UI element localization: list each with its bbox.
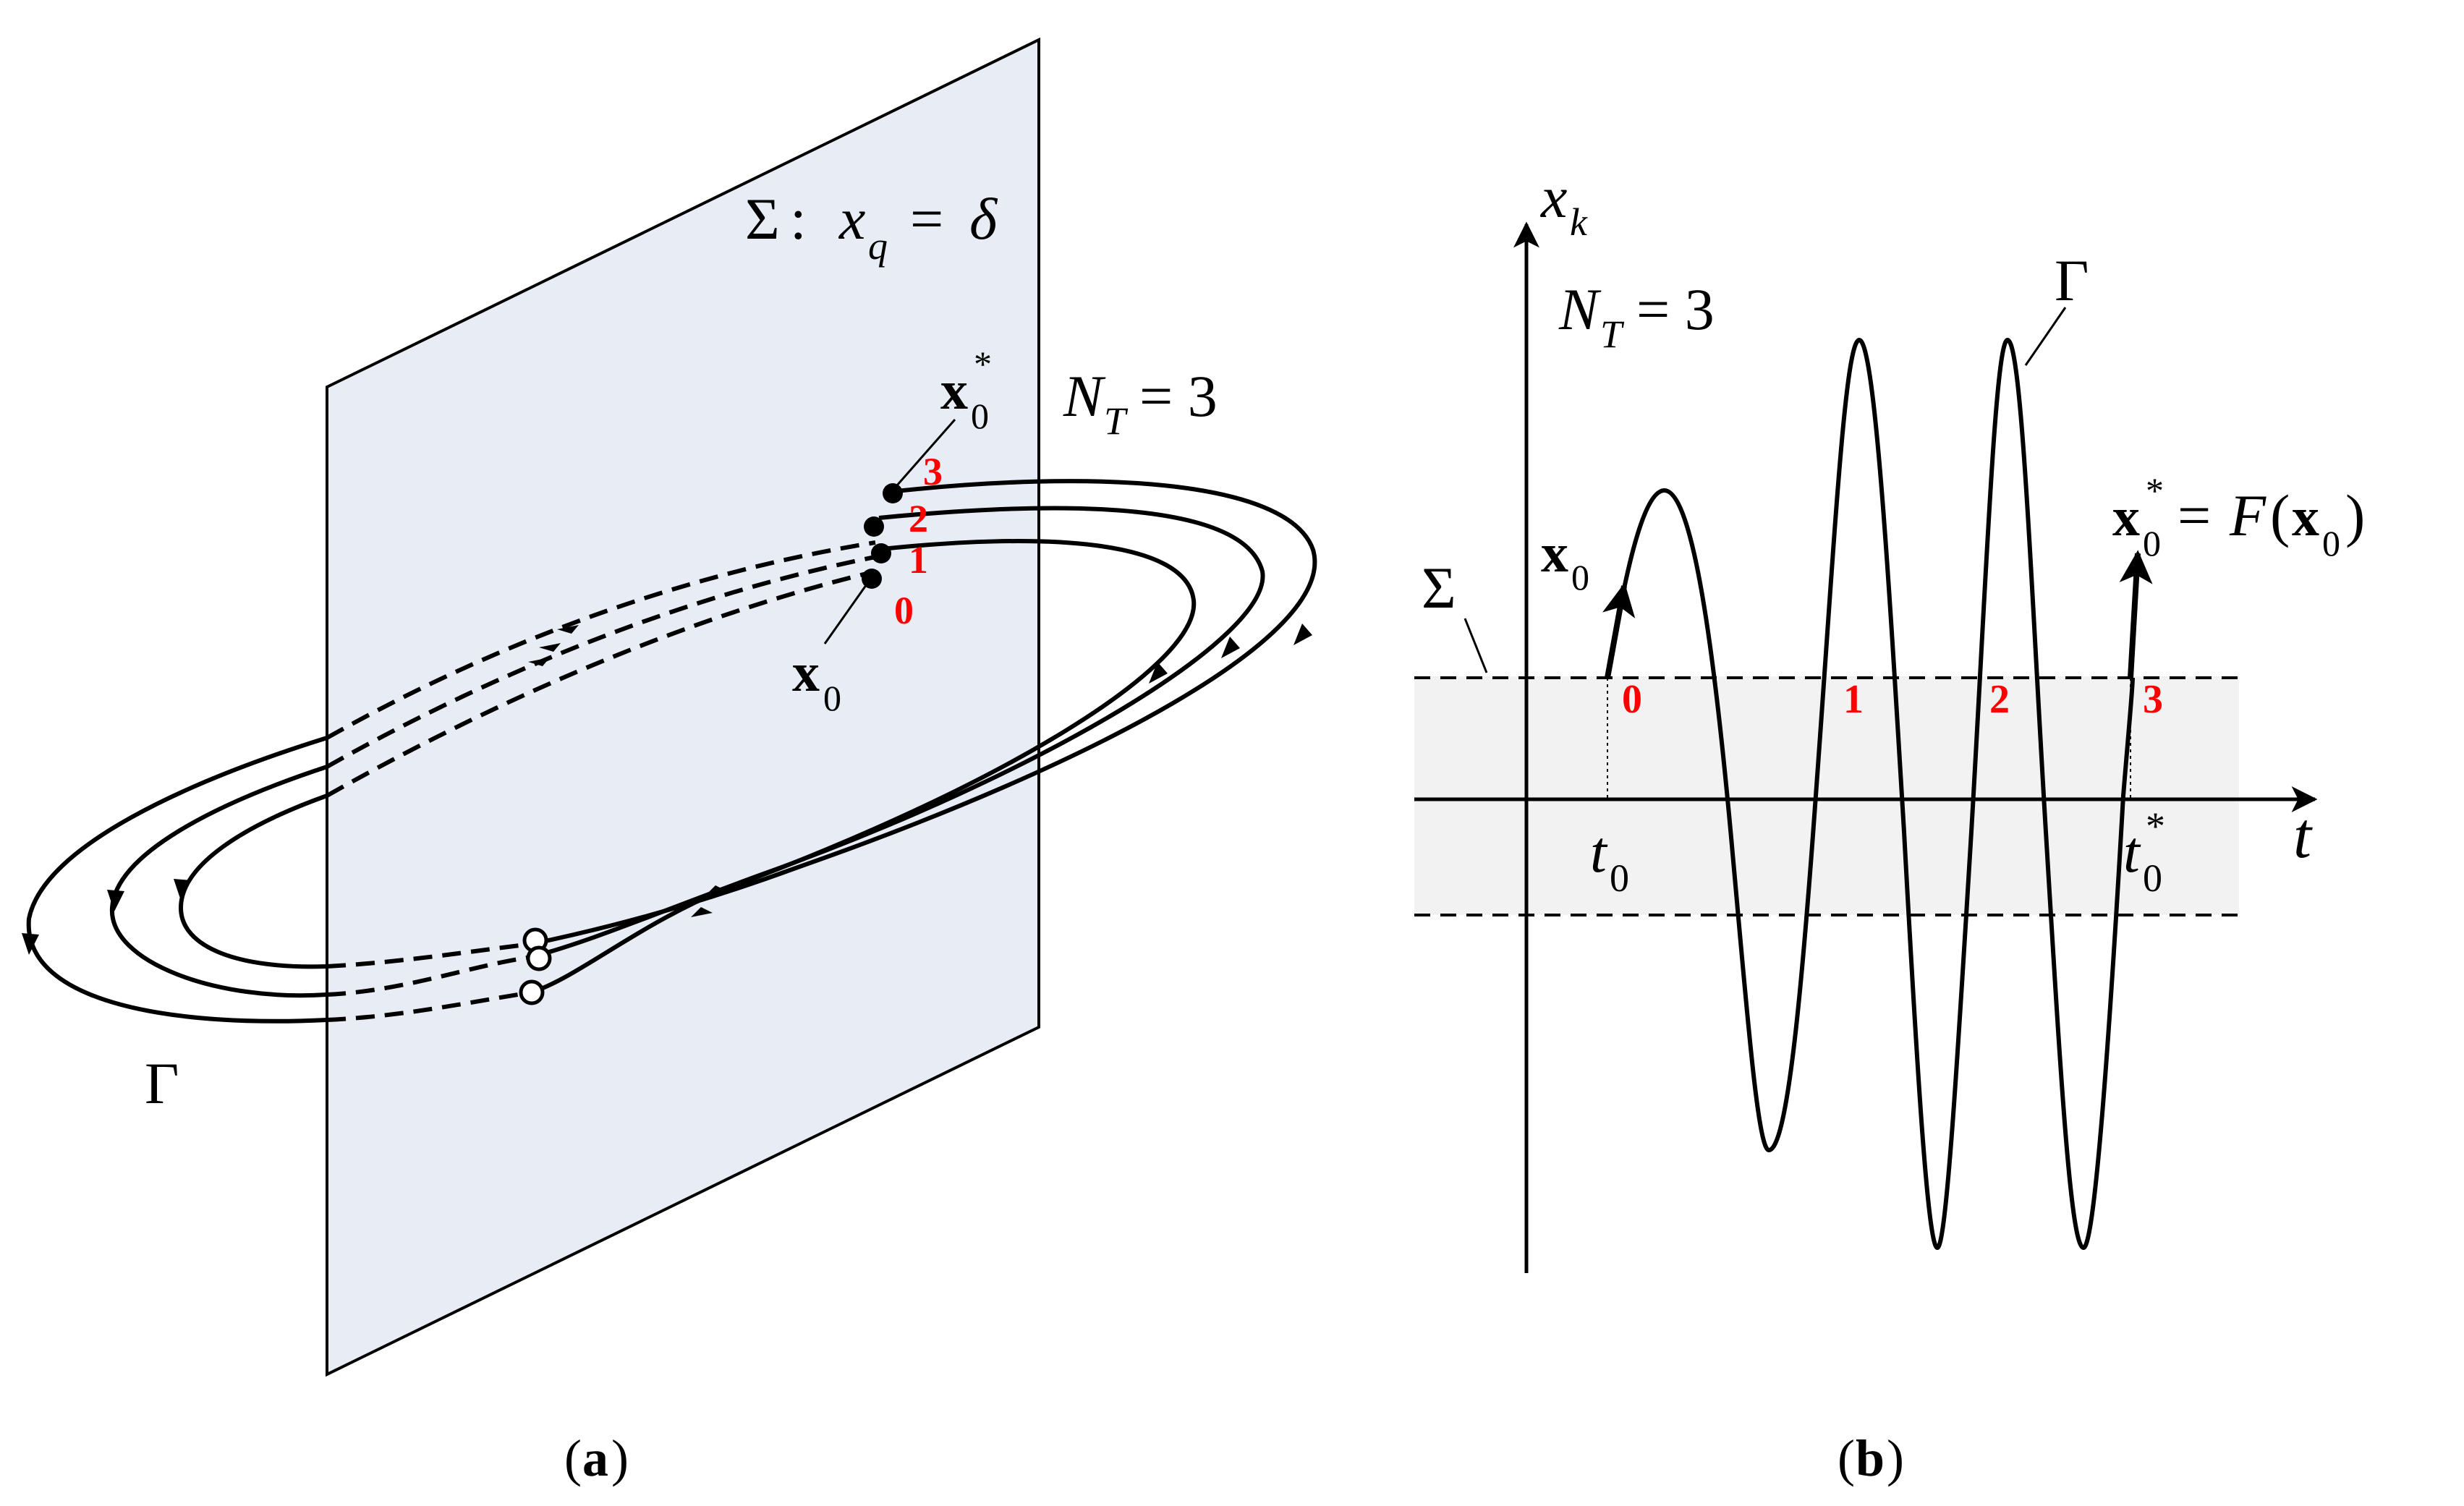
colon: :: [790, 186, 807, 252]
nt-b-sub: T: [1600, 312, 1625, 356]
caption-a-letter: a: [582, 1429, 608, 1487]
x0-sub: 0: [823, 678, 841, 718]
caption-b: ( b ): [1838, 1429, 1904, 1487]
x0-vector: [1602, 582, 1636, 678]
delta-symbol: δ: [969, 186, 998, 252]
crossing-b-3: 3: [2143, 677, 2163, 722]
crossing-numbers-a: 0 1 2 3: [894, 450, 943, 632]
nt-n: N: [1063, 363, 1106, 429]
nt-sub-t: T: [1104, 399, 1129, 443]
map-x: x: [2112, 487, 2140, 548]
dashed-direction-arrows: [528, 625, 579, 666]
map-x2: x: [2292, 487, 2319, 548]
gamma-label-b: Γ: [2055, 247, 2089, 313]
sigma-label-b: Σ: [1422, 555, 1456, 621]
plane-var-x: x: [838, 186, 865, 252]
x0star-vector: [2119, 550, 2153, 678]
x0b-sub: 0: [1571, 557, 1589, 597]
orbit-dashed-inplane: [326, 540, 876, 1022]
map-sub2: 0: [2322, 523, 2340, 563]
nt-eq: = 3: [1139, 363, 1218, 429]
x0-x: x: [792, 642, 820, 703]
x0star-sub: 0: [971, 396, 989, 436]
crossing-b-2: 2: [1989, 677, 2010, 722]
nt-label-a: N T = 3: [1063, 363, 1218, 443]
y-axis-label: x k: [1540, 164, 1588, 244]
map-paren-open: (: [2270, 482, 2290, 548]
crossing-b-1: 1: [1843, 677, 1864, 722]
crossing-2: 2: [909, 497, 928, 540]
caption-a: ( a ): [564, 1429, 629, 1487]
sigma-band: [1414, 676, 2239, 915]
poincare-plane: [326, 37, 1040, 1377]
crossing-3: 3: [923, 450, 943, 493]
x0-label-b: x 0: [1541, 523, 1589, 597]
panel-a: Σ : x q = δ N T = 3 x 0 * x 0 0 1 2: [22, 37, 1317, 1487]
nt-b-n: N: [1558, 276, 1602, 342]
map-paren-close: ): [2345, 482, 2365, 548]
sigma-leader: [1463, 618, 1488, 673]
xk-x: x: [1540, 164, 1567, 230]
map-label-b: x 0 * = F ( x 0 ): [2112, 470, 2365, 563]
t0-t: t: [1590, 819, 1608, 885]
crossing-1: 1: [909, 538, 928, 582]
caption-b-open: (: [1838, 1429, 1855, 1487]
x0star-sup: *: [974, 344, 992, 384]
panel-b: x k t N T = 3 Σ Γ x 0 x 0 * = F ( x 0: [1414, 164, 2365, 1487]
x0-label-a: x 0: [792, 642, 841, 718]
map-sup: *: [2146, 470, 2164, 511]
crossing-dots: [519, 483, 903, 1005]
orbit-solid: [26, 479, 1317, 1024]
solid-direction-arrows: [22, 624, 1312, 955]
t0star-sup: *: [2146, 804, 2165, 848]
plane-label: Σ : x q = δ: [745, 186, 998, 268]
t0star-sub: 0: [2143, 856, 2162, 900]
t0star-label: t 0 *: [2123, 804, 2165, 900]
leader-x0star: [890, 419, 956, 493]
x-axis-label: t: [2293, 800, 2313, 872]
t0star-t: t: [2123, 819, 2141, 885]
x0b-x: x: [1541, 523, 1568, 584]
caption-b-letter: b: [1856, 1429, 1885, 1487]
trajectory-gamma: [1605, 337, 2135, 1251]
caption-a-open: (: [564, 1429, 582, 1487]
crossing-b-0: 0: [1622, 677, 1642, 722]
map-eq: =: [2178, 482, 2211, 548]
gamma-leader: [2024, 307, 2067, 366]
xk-sub: k: [1570, 200, 1588, 244]
nt-label-b: N T = 3: [1558, 276, 1715, 356]
t0-label: t 0: [1590, 819, 1629, 900]
x0star-x: x: [940, 360, 968, 421]
x0star-label-a: x 0 *: [940, 344, 992, 436]
caption-b-close: ): [1887, 1429, 1904, 1487]
caption-a-close: ): [611, 1429, 629, 1487]
leader-x0: [823, 582, 870, 644]
plane-var-sub-q: q: [868, 224, 888, 268]
nt-b-eq: = 3: [1636, 276, 1715, 342]
gamma-label-a: Γ: [145, 1050, 179, 1116]
t0-sub: 0: [1610, 856, 1629, 900]
sigma-symbol: Σ: [745, 186, 780, 252]
crossing-numbers-b: 0 1 2 3: [1622, 677, 2163, 722]
map-F: F: [2229, 482, 2267, 548]
map-sub: 0: [2143, 523, 2161, 563]
crossing-0: 0: [894, 589, 914, 632]
equals: =: [910, 186, 943, 252]
